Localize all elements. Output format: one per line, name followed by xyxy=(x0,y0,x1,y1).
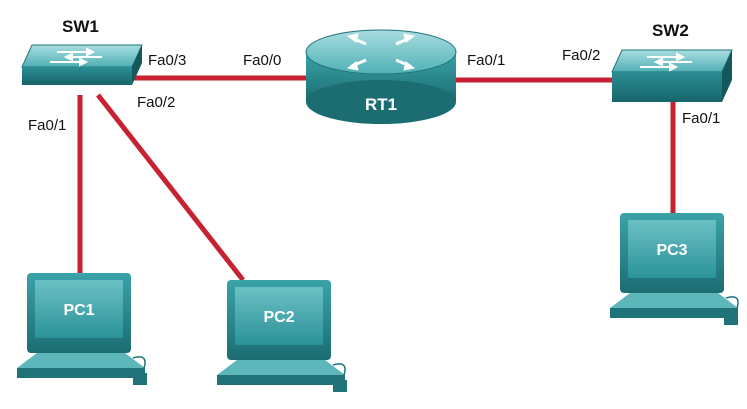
pc-base xyxy=(610,293,738,308)
mouse-cable xyxy=(332,363,346,379)
router-bottom xyxy=(306,80,456,124)
link-sw1-pc2 xyxy=(96,93,245,282)
port-sw2-fa01: Fa0/1 xyxy=(682,110,720,127)
pc-pc1[interactable]: PC1 xyxy=(17,273,147,385)
port-sw2-fa02: Fa0/2 xyxy=(562,47,600,64)
port-sw1-fa03: Fa0/3 xyxy=(148,52,186,69)
switch-side xyxy=(132,45,142,85)
port-sw1-fa01: Fa0/1 xyxy=(28,117,66,134)
monitor-screen xyxy=(628,220,716,278)
mouse-cable xyxy=(132,356,146,372)
switch-front xyxy=(612,72,722,102)
pc-keyboard xyxy=(610,308,738,318)
switch-side xyxy=(722,50,732,102)
rt1-label: RT1 xyxy=(365,95,397,114)
port-rt1-fa01: Fa0/1 xyxy=(467,52,505,69)
mouse-cable xyxy=(725,296,739,312)
port-labels: Fa0/3 Fa0/2 Fa0/1 Fa0/0 Fa0/1 Fa0/2 Fa0/… xyxy=(28,47,720,134)
pc1-label: PC1 xyxy=(63,302,94,319)
mouse-icon xyxy=(724,313,738,325)
links xyxy=(77,75,676,282)
switch-arrows-icon xyxy=(640,52,692,72)
pc-base xyxy=(17,353,145,368)
switch-arrows-icon xyxy=(50,47,102,67)
switch-sw2[interactable] xyxy=(611,49,733,102)
port-sw1-fa02: Fa0/2 xyxy=(137,94,175,111)
mouse-icon xyxy=(333,380,347,392)
router-rt1[interactable]: RT1 xyxy=(305,29,457,124)
port-rt1-fa00: Fa0/0 xyxy=(243,52,281,69)
router-top xyxy=(305,29,457,75)
mouse-icon xyxy=(133,373,147,385)
switch-sw1[interactable] xyxy=(21,44,143,85)
monitor-screen xyxy=(235,287,323,345)
pc-pc2[interactable]: PC2 xyxy=(217,280,347,392)
pc-keyboard xyxy=(217,375,345,385)
pc2-label: PC2 xyxy=(263,309,294,326)
switch-front xyxy=(22,67,132,85)
sw1-label: SW1 xyxy=(62,17,99,36)
pc-base xyxy=(217,360,345,375)
pc-pc3[interactable]: PC3 xyxy=(610,213,739,325)
router-arrows-icon xyxy=(346,33,416,71)
sw2-label: SW2 xyxy=(652,21,689,40)
pc-keyboard xyxy=(17,368,145,378)
pc3-label: PC3 xyxy=(656,242,687,259)
monitor-screen xyxy=(35,280,123,338)
